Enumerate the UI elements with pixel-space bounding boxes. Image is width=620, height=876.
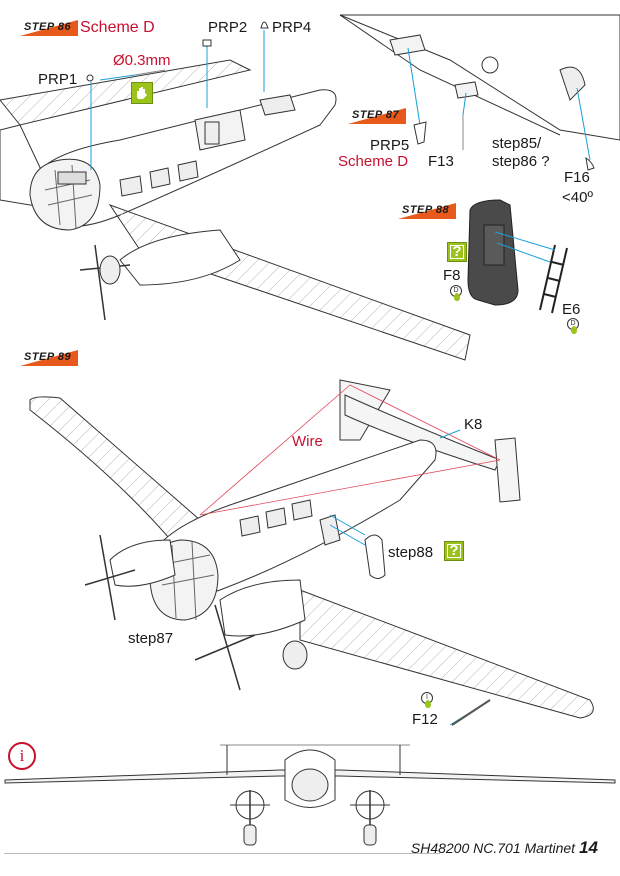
- kit-code: SH48200 NC.701 Martinet: [410, 840, 576, 856]
- step86-number: 86: [57, 21, 72, 33]
- label-f13: F13: [428, 153, 454, 170]
- glue-d-icon: D: [567, 318, 579, 334]
- step88-reference: step88: [388, 544, 434, 561]
- step87-reference: step87: [128, 630, 174, 647]
- step87-leaders: [407, 47, 591, 161]
- step88-ladder: [539, 244, 568, 314]
- front-view: [4, 744, 616, 846]
- label-f12: F12: [412, 711, 438, 728]
- step86-scheme: Scheme D: [80, 19, 155, 36]
- step-ref-line1: step85/: [492, 135, 542, 152]
- label-f16: F16: [564, 169, 590, 186]
- wire-label: Wire: [292, 433, 323, 450]
- step86-tab: STEP 86: [20, 20, 78, 36]
- glue-d-icon: D: [450, 285, 462, 301]
- step88-tab: STEP 88: [398, 203, 456, 219]
- step87-tab: STEP 87: [348, 108, 406, 124]
- label-f8: F8: [443, 267, 461, 284]
- label-prp5: PRP5: [370, 137, 410, 154]
- question-icon: ?: [444, 541, 464, 561]
- step87-number: 87: [385, 109, 400, 121]
- step88-door: [467, 199, 519, 306]
- footer-divider: [4, 853, 440, 854]
- wire-diameter: Ø0.3mm: [113, 52, 171, 69]
- label-prp2: PRP2: [208, 19, 248, 36]
- glue-i-icon: I: [421, 692, 433, 708]
- label-k8: K8: [464, 416, 483, 433]
- step89-antenna-wire: [199, 384, 501, 516]
- step-ref-line2: step86 ?: [492, 153, 550, 170]
- step87-parts: [413, 115, 595, 171]
- hand-tool-icon: [131, 82, 153, 104]
- label-prp4: PRP4: [272, 19, 312, 36]
- step89-tab: STEP 89: [20, 350, 78, 366]
- step87-wing-underside: [339, 14, 620, 141]
- info-icon: i: [8, 742, 36, 770]
- step87-scheme: Scheme D: [338, 153, 409, 170]
- step86-aircraft: [0, 59, 471, 361]
- step86-leaders: [90, 30, 265, 170]
- step88-leaders: [494, 231, 556, 263]
- step89-aircraft: [29, 379, 594, 719]
- label-prp1: PRP1: [38, 71, 78, 88]
- step89-number: 89: [57, 351, 72, 363]
- question-icon: ?: [447, 242, 467, 262]
- step86-small-parts: [86, 21, 269, 82]
- step88-number: 88: [435, 204, 450, 216]
- f16-angle: <40º: [562, 189, 593, 206]
- page-number: 14: [579, 838, 598, 857]
- step89-f12-part: [451, 699, 491, 726]
- label-e6: E6: [562, 301, 581, 318]
